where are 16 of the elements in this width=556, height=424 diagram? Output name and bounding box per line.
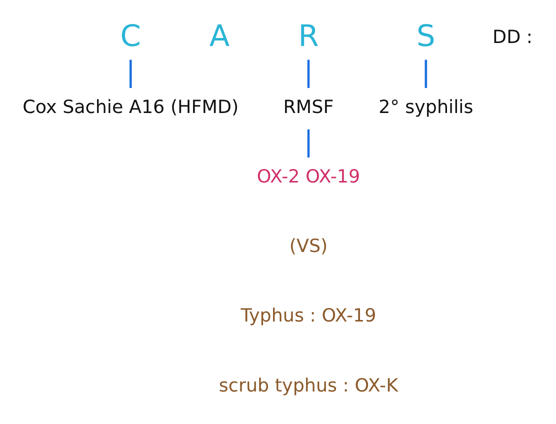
connector (130, 59, 132, 88)
node-text: RMSF (283, 96, 334, 118)
node-text: A (209, 17, 230, 52)
label: DD : (492, 26, 533, 48)
connector (307, 59, 310, 88)
connector (424, 59, 428, 88)
connector (307, 128, 310, 158)
node-text: S (416, 17, 436, 52)
label: Typhus : OX-19 (240, 305, 376, 326)
node-text: C (120, 17, 141, 52)
node-text: OX-2 OX-19 (256, 166, 360, 188)
node-text: R (298, 17, 319, 52)
label: (VS) (289, 236, 328, 257)
node-text: Cox Sachie A16 (HFMD) (22, 96, 239, 118)
label: scrub typhus : OX-K (218, 374, 398, 396)
node-text: 2° syphilis (378, 96, 474, 118)
